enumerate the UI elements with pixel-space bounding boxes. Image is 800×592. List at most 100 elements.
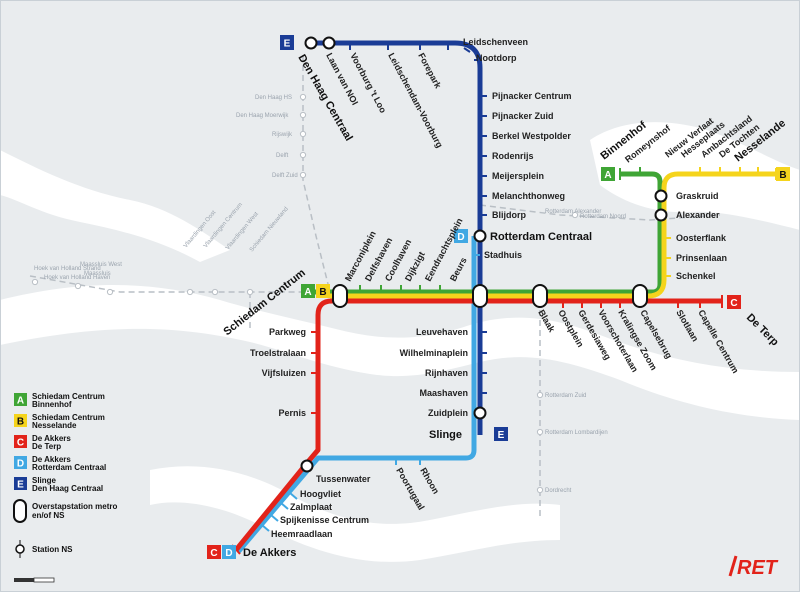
legend-key: D xyxy=(17,459,24,470)
ns-station-label: Den Haag Moerwijk xyxy=(236,113,289,119)
badge-c-d-deakkers[interactable]: C D xyxy=(207,545,236,559)
legend-text: De Terp xyxy=(32,442,61,451)
svg-text:E: E xyxy=(498,430,505,441)
legend-swatch xyxy=(14,435,27,448)
station-label: Meijersplein xyxy=(492,171,544,181)
svg-text:D: D xyxy=(225,548,232,559)
legend-text: De Akkers xyxy=(32,455,71,464)
line-d xyxy=(236,236,477,554)
water-shape xyxy=(150,466,560,562)
svg-text:B: B xyxy=(319,287,326,298)
metro-lines xyxy=(234,40,776,554)
svg-text:B: B xyxy=(779,170,786,181)
station-label: Pijnacker Zuid xyxy=(492,111,554,121)
station-label: Rodenrijs xyxy=(492,151,534,161)
svg-text:E: E xyxy=(284,39,291,50)
ns-faint-stations xyxy=(31,93,579,494)
legend-swatch xyxy=(14,414,27,427)
legend-key: A xyxy=(17,396,24,407)
line-c xyxy=(234,298,722,552)
legend-swatch xyxy=(14,456,27,469)
station-label: Melanchthonweg xyxy=(492,191,565,201)
logo-text: RET xyxy=(737,557,779,579)
badge-e-denhaag[interactable]: E xyxy=(280,35,294,50)
station-label: Leidschenveen xyxy=(463,37,528,47)
interchange-stations xyxy=(300,36,668,473)
svg-text:A: A xyxy=(304,287,311,298)
legend-text: Schiedam Centrum xyxy=(32,392,105,401)
station-label: Alexander xyxy=(676,210,720,220)
ns-station-label: Delft Zuid xyxy=(272,173,298,179)
station-label: Zuidplein xyxy=(428,408,468,418)
legend-key: B xyxy=(17,417,24,428)
station-label: Heemraadlaan xyxy=(271,529,333,539)
badge-e-slinge[interactable]: E xyxy=(494,427,508,441)
label-de-akkers: De Akkers xyxy=(243,547,296,559)
station-label: Rijnhaven xyxy=(425,368,468,378)
legend-key: C xyxy=(17,438,24,449)
svg-text:C: C xyxy=(210,548,217,559)
legend-ns-station: Station NS xyxy=(15,540,73,558)
badge-c-deterp[interactable]: C xyxy=(727,295,741,309)
interchange-symbol xyxy=(13,499,27,523)
label-slinge: Slinge xyxy=(429,429,462,441)
station-label: Leuvehaven xyxy=(416,327,468,337)
badge-d-rotterdam[interactable]: D xyxy=(454,229,468,243)
station-label: Blijdorp xyxy=(492,210,526,220)
ret-logo: RET xyxy=(728,555,779,579)
river-shape xyxy=(0,285,800,420)
ns-station-label: Maassluis West xyxy=(80,262,122,268)
legend-text: en/of NS xyxy=(32,511,65,520)
station-label: Spijkenisse Centrum xyxy=(280,515,369,525)
line-b xyxy=(330,171,776,299)
badge-b-nesselande[interactable]: B xyxy=(776,167,790,181)
legend-text: Slinge xyxy=(32,476,57,485)
label-rotterdam: Rotterdam Centraal xyxy=(490,231,592,243)
legend-swatch xyxy=(14,477,27,490)
station-label: Parkweg xyxy=(269,327,306,337)
station-label: Schenkel xyxy=(676,271,716,281)
station-label: Troelstralaan xyxy=(250,348,306,358)
ns-station-label: Delft xyxy=(276,153,289,159)
legend-text: Binnenhof xyxy=(32,400,72,409)
line-e xyxy=(306,40,483,435)
station-label: Vijfsluizen xyxy=(262,368,306,378)
station-label: Maashaven xyxy=(419,388,468,398)
station-label: Oosterflank xyxy=(676,233,727,243)
station-label: Wilhelminaplein xyxy=(400,348,468,358)
ns-station-label: Rijswijk xyxy=(272,132,293,138)
ns-station-label: Rotterdam Noord xyxy=(580,214,626,220)
legend-text: De Akkers xyxy=(32,434,71,443)
station-label: Hoogvliet xyxy=(300,489,341,499)
station-label: Pernis xyxy=(278,408,306,418)
station-label: Graskruid xyxy=(676,191,719,201)
svg-text:D: D xyxy=(457,232,464,243)
ns-station-label: Hoek van Holland Strand xyxy=(34,266,101,272)
ns-station-label: Rotterdam Zuid xyxy=(545,393,586,399)
ns-station-label: Hoek van Holland Haven xyxy=(44,275,110,281)
station-label: Pijnacker Centrum xyxy=(492,91,572,101)
ns-station-symbol xyxy=(15,544,25,554)
badge-a-binnenhof[interactable]: A xyxy=(601,167,615,181)
ns-station-label: Dordrecht xyxy=(545,488,572,494)
badge-a-b-schiedam[interactable]: A B xyxy=(301,284,330,298)
legend-swatch xyxy=(14,393,27,406)
scale-bar xyxy=(14,577,55,583)
svg-text:A: A xyxy=(604,170,611,181)
svg-text:C: C xyxy=(730,298,737,309)
legend-text: Overstapstation metro xyxy=(32,502,117,511)
ns-station-label: Maassluis xyxy=(84,271,111,277)
legend-key: E xyxy=(17,480,24,491)
station-label: Nootdorp xyxy=(476,53,517,63)
legend-text: Den Haag Centraal xyxy=(32,484,103,493)
station-label: Tussenwater xyxy=(316,474,371,484)
ns-station-label: Rotterdam Lombardijen xyxy=(545,430,608,436)
